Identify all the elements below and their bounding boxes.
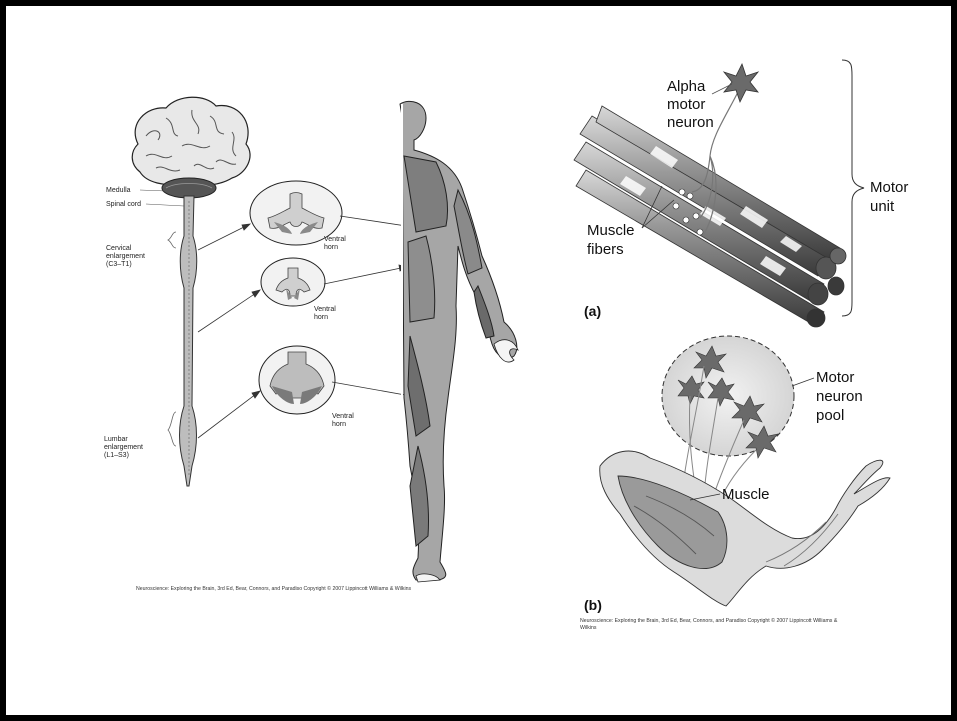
label-ventral-horn-2b: horn [314, 314, 328, 321]
label-lumbar-enl: enlargement [104, 444, 143, 451]
motor-unit-brace [842, 60, 864, 316]
label-neuron: neuron [667, 114, 714, 131]
label-cervical-enl: enlargement [106, 253, 145, 260]
figure-canvas: Medulla Spinal cord Cervical enlargement… [6, 6, 951, 715]
label-alpha: Alpha [667, 78, 706, 95]
label-spinal-cord: Spinal cord [106, 201, 141, 208]
label-muscle: Muscle [587, 222, 635, 239]
arm-illustration [600, 451, 890, 606]
cross-section-thoracic [261, 258, 325, 306]
panel-a-motor-unit: Alpha motor neuron Muscle fibers Motor u… [574, 60, 908, 327]
label-cervical-range: (C3–T1) [106, 261, 132, 268]
label-ventral-horn-1b: horn [324, 244, 338, 251]
brain-illustration [132, 97, 250, 198]
label-motor-unit-1: Motor [870, 179, 908, 196]
slide: Medulla Spinal cord Cervical enlargement… [6, 6, 951, 715]
label-ventral-horn-3b: horn [332, 421, 346, 428]
label-medulla: Medulla [106, 187, 131, 194]
label-ventral-horn-3: Ventral [332, 413, 354, 420]
label-fibers: fibers [587, 241, 624, 258]
right-caption-line-2: Wilkins [580, 625, 597, 631]
label-pool-neuron: neuron [816, 388, 863, 405]
label-motor-unit-2: unit [870, 198, 895, 215]
panel-a-label: (a) [584, 303, 601, 319]
label-cervical: Cervical [106, 245, 132, 252]
label-muscle-b: Muscle [722, 486, 770, 503]
spinal-cord-shape [180, 196, 197, 486]
label-pool: pool [816, 407, 844, 424]
label-motor: motor [667, 96, 705, 113]
label-lumbar-range: (L1–S3) [104, 452, 129, 459]
panel-b-label: (b) [584, 597, 602, 613]
label-ventral-horn-1: Ventral [324, 236, 346, 243]
label-pool-motor: Motor [816, 369, 854, 386]
cross-section-lumbar [259, 346, 335, 414]
panel-b-motor-neuron-pool: Motor neuron pool Muscle (b) Neuroscienc… [580, 336, 890, 631]
label-ventral-horn-2: Ventral [314, 306, 336, 313]
spinal-cord-figure: Medulla Spinal cord Cervical enlargement… [104, 97, 518, 592]
right-caption-line-1: Neuroscience: Exploring the Brain, 3rd E… [580, 617, 838, 624]
alpha-motor-neuron-soma [724, 64, 758, 102]
label-lumbar: Lumbar [104, 436, 128, 443]
left-caption: Neuroscience: Exploring the Brain, 3rd E… [136, 585, 412, 592]
